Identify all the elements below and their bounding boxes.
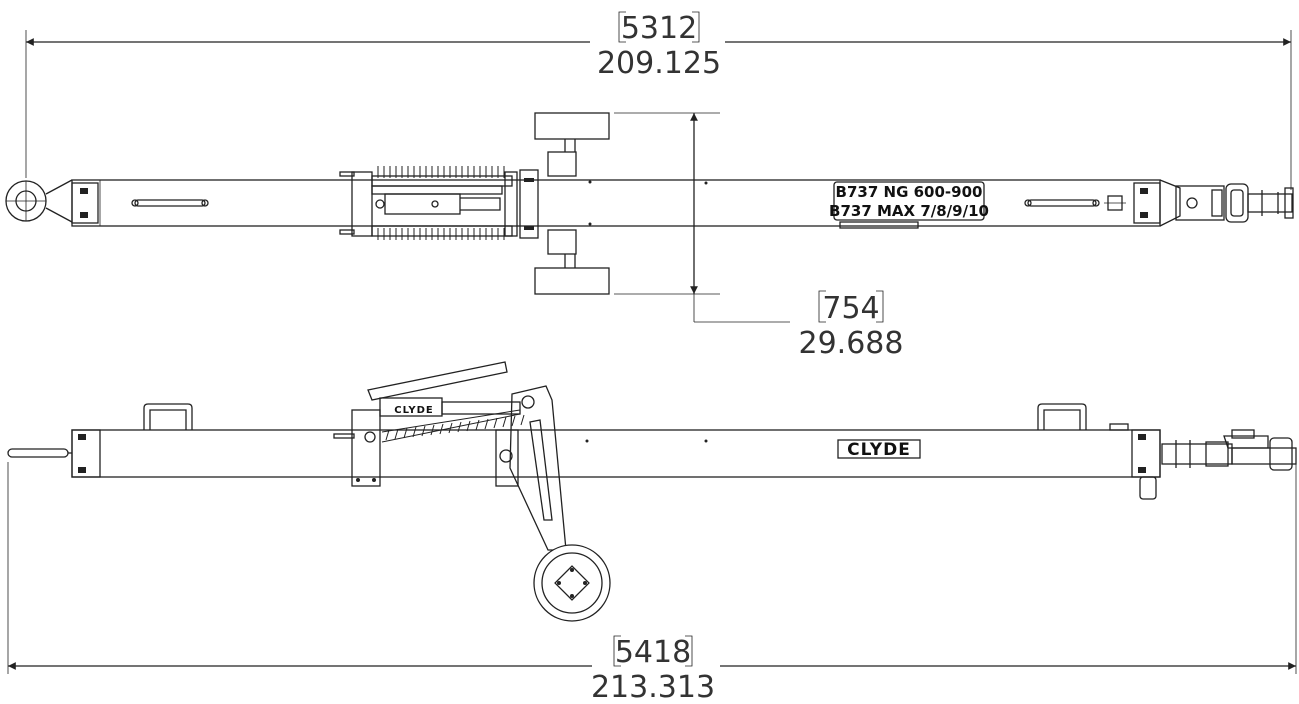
tow-head-side xyxy=(1161,429,1297,471)
brand-text: CLYDE xyxy=(847,440,911,460)
pump-handle xyxy=(367,361,508,401)
carry-handle-right xyxy=(1037,403,1087,430)
hydraulic-pump-side: CLYDE xyxy=(333,361,525,487)
wheel-top-lower xyxy=(534,267,610,295)
side-dimension-metric: 5418 xyxy=(615,635,691,670)
wheel-axle-top xyxy=(534,112,610,295)
wheel-arm-side xyxy=(499,385,611,622)
brand-plate xyxy=(837,439,921,459)
plate-label-line2: B737 MAX 7/8/9/10 xyxy=(829,202,989,220)
top-overall-dimension: 5312 209.125 xyxy=(25,11,1292,190)
spring-assembly-top xyxy=(339,166,539,240)
wheel-track-imperial: 29.688 xyxy=(799,326,904,361)
wheel-side xyxy=(533,544,611,622)
side-overall-dimension: 5418 213.313 xyxy=(7,458,1297,704)
svg-text:CLYDE: CLYDE xyxy=(394,405,434,416)
top-dimension-metric: 5312 xyxy=(621,11,697,46)
main-beam-top xyxy=(71,179,1161,227)
towbar-side-view: CLYDE CLYDE xyxy=(7,361,1297,622)
main-beam-side xyxy=(71,429,1161,478)
plate-label-line1: B737 NG 600-900 xyxy=(836,183,983,201)
towbar-top-view: B737 NG 600-900 B737 MAX 7/8/9/10 xyxy=(5,112,1294,295)
tow-head-top xyxy=(1175,183,1294,223)
side-dimension-imperial: 213.313 xyxy=(591,670,715,704)
wheel-track-metric: 754 xyxy=(822,291,879,326)
wheel-top-upper xyxy=(534,112,610,140)
carry-handle-left xyxy=(143,403,193,430)
aircraft-label-plate: B737 NG 600-900 B737 MAX 7/8/9/10 xyxy=(829,181,989,229)
wheel-track-dimension: 754 29.688 xyxy=(614,112,904,361)
top-dimension-imperial: 209.125 xyxy=(597,46,721,81)
